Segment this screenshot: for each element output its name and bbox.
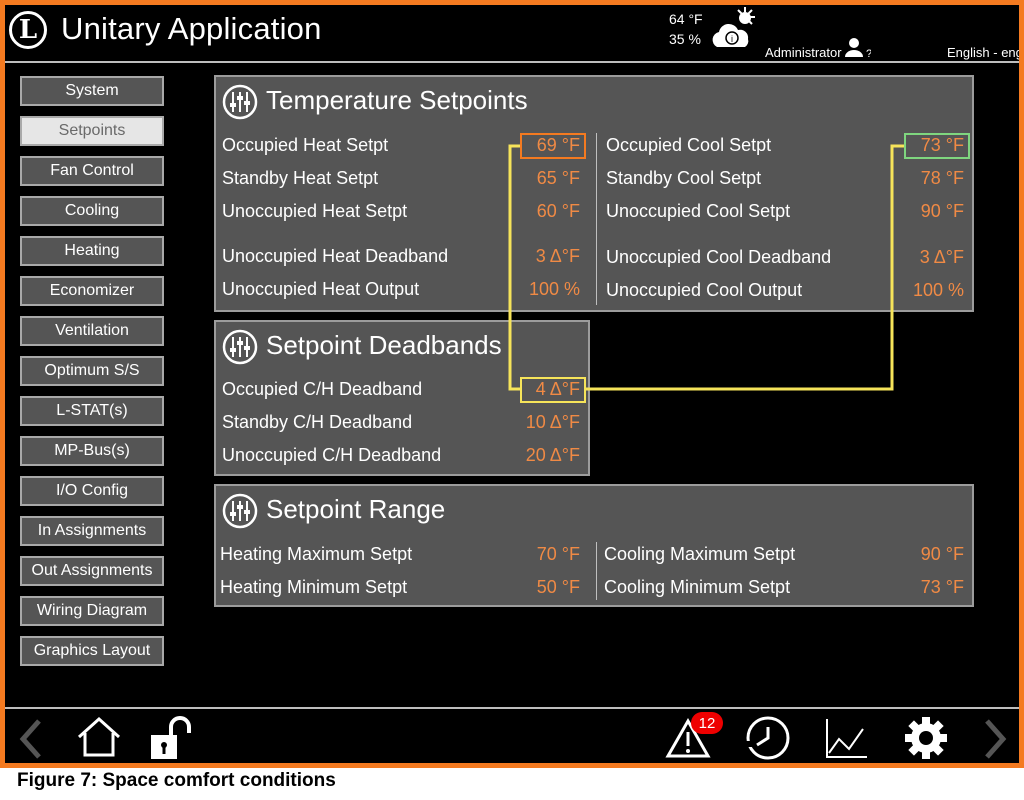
- settings-gear-icon[interactable]: [903, 715, 949, 761]
- standby-heat-setpt-value[interactable]: 65 °F: [536, 168, 580, 188]
- figure-caption: Figure 7: Space comfort conditions: [17, 770, 336, 791]
- unoccupied-heat-deadband-value[interactable]: 3 Δ°F: [535, 246, 580, 266]
- sidebar-item-wiring-diagram[interactable]: Wiring Diagram: [20, 596, 164, 626]
- screenshot-frame: L Unitary Application 64 °F 35 % i Admin…: [0, 0, 1024, 768]
- svg-text:i: i: [731, 34, 733, 44]
- heat-connector-line: [508, 144, 521, 391]
- cooling-maximum-setpt-value[interactable]: 90 °F: [920, 544, 964, 564]
- sidebar-item-in-assignments[interactable]: In Assignments: [20, 516, 164, 546]
- occupied-heat-setpt-value[interactable]: 69 °F: [536, 135, 580, 155]
- application-screen: L Unitary Application 64 °F 35 % i Admin…: [5, 5, 1019, 763]
- svg-text:?: ?: [866, 48, 871, 59]
- sidebar-item-heating[interactable]: Heating: [20, 236, 164, 266]
- occupied-cool-setpt-value[interactable]: 73 °F: [920, 135, 964, 155]
- deadband-connector-lines: [508, 144, 905, 391]
- sidebar-item-graphics-layout[interactable]: Graphics Layout: [20, 636, 164, 666]
- occupied-heat-setpt-label: Occupied Heat Setpt: [222, 135, 389, 155]
- sidebar-item-cooling[interactable]: Cooling: [20, 196, 164, 226]
- sidebar-item-out-assignments[interactable]: Out Assignments: [20, 556, 164, 586]
- column-divider: [596, 133, 597, 305]
- standby-ch-deadband-value[interactable]: 10 Δ°F: [525, 412, 580, 432]
- panel-title: Temperature Setpoints: [266, 85, 528, 115]
- language-selector[interactable]: English - eng: [947, 45, 1019, 60]
- cool-connector-line: [585, 144, 905, 391]
- sidebar-item-setpoints[interactable]: Setpoints: [20, 116, 164, 146]
- sidebar-item-optimum-s-s[interactable]: Optimum S/S: [20, 356, 164, 386]
- standby-ch-deadband-label: Standby C/H Deadband: [222, 412, 413, 432]
- cooling-minimum-setpt-label: Cooling Minimum Setpt: [604, 577, 791, 597]
- occupied-heat-highlight-box: [520, 133, 586, 159]
- occupied-ch-deadband-label: Occupied C/H Deadband: [222, 379, 423, 399]
- occupied-ch-deadband-value[interactable]: 4 Δ°F: [535, 379, 580, 399]
- sidebar-item-economizer[interactable]: Economizer: [20, 276, 164, 306]
- setpoint-deadbands-panel: Setpoint Deadbands Occupied C/H Deadband…: [214, 320, 590, 476]
- user-icon[interactable]: ?: [845, 37, 871, 59]
- standby-cool-setpt-value[interactable]: 78 °F: [920, 168, 964, 188]
- panel-title: Setpoint Range: [266, 494, 446, 524]
- unoccupied-cool-output-label: Unoccupied Cool Output: [606, 280, 803, 300]
- occupied-cool-highlight-box: [904, 133, 970, 159]
- sliders-icon: [222, 493, 258, 529]
- unoccupied-cool-setpt-value[interactable]: 90 °F: [920, 201, 964, 221]
- column-divider: [596, 542, 597, 600]
- footer-divider: [5, 707, 1019, 709]
- sidebar-item-system[interactable]: System: [20, 76, 164, 106]
- heating-maximum-setpt-label: Heating Maximum Setpt: [220, 544, 413, 564]
- sliders-icon: [222, 329, 258, 365]
- occupied-deadband-highlight-box: [520, 377, 586, 403]
- standby-cool-setpt-label: Standby Cool Setpt: [606, 168, 762, 188]
- heating-minimum-setpt-value[interactable]: 50 °F: [536, 577, 580, 597]
- sidebar-item-i-o-config[interactable]: I/O Config: [20, 476, 164, 506]
- alarm-icon[interactable]: [665, 717, 711, 759]
- sidebar-item-ventilation[interactable]: Ventilation: [20, 316, 164, 346]
- sidebar-item-fan-control[interactable]: Fan Control: [20, 156, 164, 186]
- panel-title: Setpoint Deadbands: [266, 330, 502, 360]
- cooling-minimum-setpt-value[interactable]: 73 °F: [920, 577, 964, 597]
- back-arrow-icon[interactable]: [15, 717, 45, 761]
- sidebar-item-l-stat-s[interactable]: L-STAT(s): [20, 396, 164, 426]
- app-title: Unitary Application: [61, 11, 322, 46]
- cooling-maximum-setpt-label: Cooling Maximum Setpt: [604, 544, 796, 564]
- logo-letter: L: [18, 15, 38, 45]
- unoccupied-cool-deadband-value[interactable]: 3 Δ°F: [919, 247, 964, 267]
- occupied-cool-setpt-label: Occupied Cool Setpt: [606, 135, 772, 155]
- unoccupied-cool-output-value[interactable]: 100 %: [912, 280, 964, 300]
- outdoor-temperature: 64 °F: [669, 11, 703, 27]
- unoccupied-ch-deadband-label: Unoccupied C/H Deadband: [222, 445, 442, 465]
- unoccupied-cool-deadband-label: Unoccupied Cool Deadband: [606, 247, 832, 267]
- setpoint-range-panel: Setpoint Range Heating Maximum Setpt 70 …: [214, 484, 974, 607]
- heating-maximum-setpt-value[interactable]: 70 °F: [536, 544, 580, 564]
- partly-sunny-cloud-icon[interactable]: i: [707, 5, 759, 53]
- outdoor-humidity: 35 %: [669, 31, 701, 47]
- forward-arrow-icon[interactable]: [981, 717, 1011, 761]
- standby-heat-setpt-label: Standby Heat Setpt: [222, 168, 379, 188]
- unoccupied-heat-setpt-label: Unoccupied Heat Setpt: [222, 201, 408, 221]
- schedule-clock-icon[interactable]: [743, 715, 793, 761]
- logo: L: [9, 11, 47, 49]
- unoccupied-heat-output-label: Unoccupied Heat Output: [222, 279, 420, 299]
- heating-minimum-setpt-label: Heating Minimum Setpt: [220, 577, 408, 597]
- unoccupied-cool-setpt-label: Unoccupied Cool Setpt: [606, 201, 791, 221]
- unlock-icon[interactable]: [147, 715, 195, 761]
- home-icon[interactable]: [75, 715, 123, 759]
- temperature-setpoints-panel: Temperature Setpoints Occupied Heat Setp…: [214, 75, 974, 312]
- unoccupied-ch-deadband-value[interactable]: 20 Δ°F: [525, 445, 580, 465]
- sliders-icon: [222, 84, 258, 120]
- user-name: Administrator: [765, 45, 842, 60]
- unoccupied-heat-deadband-label: Unoccupied Heat Deadband: [222, 246, 449, 266]
- header-divider: [5, 61, 1019, 63]
- alarm-count-badge[interactable]: 12: [691, 712, 723, 734]
- trend-chart-icon[interactable]: [823, 715, 871, 761]
- unoccupied-heat-setpt-value[interactable]: 60 °F: [536, 201, 580, 221]
- sidebar-item-mp-bus-s[interactable]: MP-Bus(s): [20, 436, 164, 466]
- unoccupied-heat-output-value[interactable]: 100 %: [528, 279, 580, 299]
